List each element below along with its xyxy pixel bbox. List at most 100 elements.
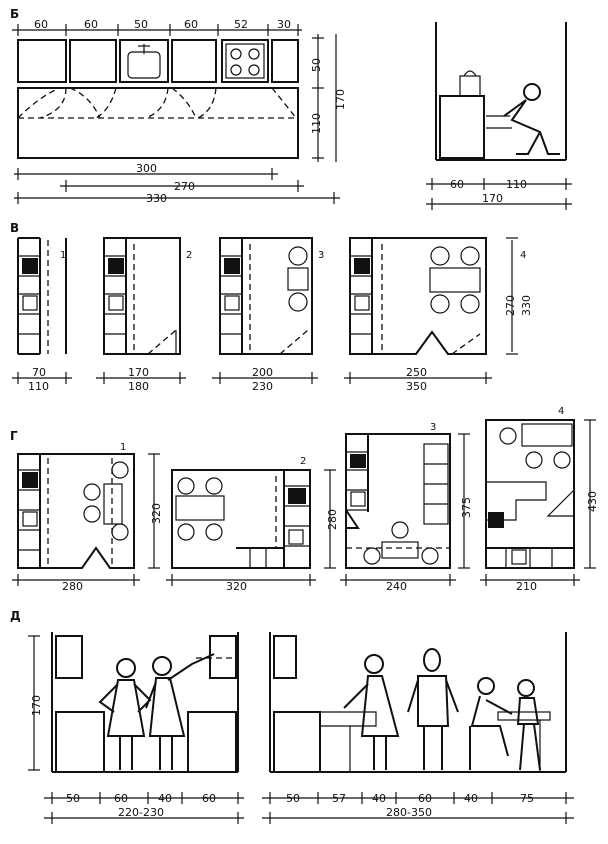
b-section-person xyxy=(435,22,567,161)
g-plan-4-number: 4 xyxy=(558,406,564,417)
g-plan-1-width: 280 xyxy=(62,580,83,593)
v-plan-3-dim-bottom: 230 xyxy=(252,380,273,393)
d-left-dim-1: 50 xyxy=(66,792,80,805)
v-plan-4-number: 4 xyxy=(520,250,526,261)
stove-icon xyxy=(350,454,366,468)
d-left-scene xyxy=(51,632,239,773)
section-b-letter: Б xyxy=(10,7,19,21)
v-plan-4: 4 xyxy=(349,237,526,355)
kettle-icon xyxy=(459,75,481,97)
person-seated-icon xyxy=(469,677,513,770)
v-plan-2: 2 xyxy=(103,237,192,355)
section-d: Д 170 xyxy=(10,609,574,824)
person-man-icon xyxy=(407,648,459,770)
b-top-dim-5: 52 xyxy=(234,18,248,31)
stove-icon xyxy=(22,258,38,274)
v-side-dim-1: 270 xyxy=(504,295,517,316)
v-side-dim-2: 330 xyxy=(520,295,533,316)
g-plan-3-number: 3 xyxy=(430,422,436,433)
stove-icon xyxy=(224,258,240,274)
b-bottom-dim-2: 270 xyxy=(174,180,195,193)
d-left-dim-2: 60 xyxy=(114,792,128,805)
g-plan-4-height: 430 xyxy=(586,491,599,512)
sink-icon xyxy=(22,511,38,527)
b-top-dim-1: 60 xyxy=(34,18,48,31)
d-right-dim-1: 50 xyxy=(286,792,300,805)
sink-icon xyxy=(22,295,38,311)
d-right-dim-2: 57 xyxy=(332,792,346,805)
b-top-dim-3: 50 xyxy=(134,18,148,31)
g-plan-3-width: 240 xyxy=(386,580,407,593)
v-plan-1: 1 xyxy=(17,237,67,355)
g-plan-2-number: 2 xyxy=(300,456,306,467)
sink-icon xyxy=(354,295,370,311)
b-top-dim-6: 30 xyxy=(277,18,291,31)
d-right-dim-3: 40 xyxy=(372,792,386,805)
b-side-dim-1: 50 xyxy=(310,58,323,72)
sink-icon xyxy=(350,491,366,507)
v-plan-4-dim-top: 250 xyxy=(406,366,427,379)
g-plan-1-height: 320 xyxy=(150,503,163,524)
section-v: В 1 70 110 xyxy=(10,221,533,393)
g-plan-4: 4 xyxy=(485,406,575,569)
v-plan-4-dim-bottom: 350 xyxy=(406,380,427,393)
d-right-total: 280-350 xyxy=(386,806,432,819)
v-plan-3-dim-top: 200 xyxy=(252,366,273,379)
person-woman-icon xyxy=(98,658,152,770)
b-elevation xyxy=(17,39,299,159)
b-bottom-dim-1: 300 xyxy=(136,162,157,175)
sink-icon xyxy=(288,529,304,545)
v-plan-2-dim-top: 170 xyxy=(128,366,149,379)
sink-icon xyxy=(108,295,124,311)
b-person-dim-2: 110 xyxy=(506,178,527,191)
d-height-dim: 170 xyxy=(30,695,43,716)
sink-icon xyxy=(127,51,161,79)
stove-icon xyxy=(108,258,124,274)
v-plan-3: 3 xyxy=(219,237,324,355)
sink-icon xyxy=(511,549,527,565)
d-left-total: 220-230 xyxy=(118,806,164,819)
b-side-dim-2: 110 xyxy=(310,113,323,134)
b-top-dim-4: 60 xyxy=(184,18,198,31)
section-g-letter: Г xyxy=(10,429,18,443)
g-plan-2-height: 280 xyxy=(326,509,339,530)
g-plan-3-height: 375 xyxy=(460,497,473,518)
v-plan-3-number: 3 xyxy=(318,250,324,261)
g-plan-1-number: 1 xyxy=(120,442,126,453)
d-left-dim-4: 60 xyxy=(202,792,216,805)
d-right-scene xyxy=(269,632,567,773)
d-left-dim-3: 40 xyxy=(158,792,172,805)
g-plan-2: 2 xyxy=(171,456,311,569)
dining-table xyxy=(497,711,551,721)
b-bottom-dim-3: 330 xyxy=(146,192,167,205)
sink-icon xyxy=(224,295,240,311)
section-b: Б 60 60 50 60 52 30 xyxy=(10,7,572,210)
d-right-dim-5: 40 xyxy=(464,792,478,805)
person-woman-cooking-icon xyxy=(343,654,400,770)
d-right-dim-4: 60 xyxy=(418,792,432,805)
stove-icon xyxy=(225,43,265,79)
g-plan-4-width: 210 xyxy=(516,580,537,593)
v-plan-2-number: 2 xyxy=(186,250,192,261)
section-v-letter: В xyxy=(10,221,19,235)
b-side-dim-3: 170 xyxy=(334,89,347,110)
v-plan-1-dim-bottom: 110 xyxy=(28,380,49,393)
person-seated-child-icon xyxy=(516,679,541,771)
b-person-dim-1: 60 xyxy=(450,178,464,191)
stove-icon xyxy=(488,512,504,528)
person-kneeling-icon xyxy=(523,83,541,101)
stove-icon xyxy=(22,472,38,488)
g-plan-3: 3 xyxy=(345,422,451,569)
b-top-dim-2: 60 xyxy=(84,18,98,31)
person-woman-reaching-icon xyxy=(145,653,215,770)
v-plan-2-dim-bottom: 180 xyxy=(128,380,149,393)
g-plan-2-width: 320 xyxy=(226,580,247,593)
b-person-dim-3: 170 xyxy=(482,192,503,205)
stove-icon xyxy=(354,258,370,274)
d-right-dim-6: 75 xyxy=(520,792,534,805)
section-d-letter: Д xyxy=(10,609,21,623)
v-plan-1-dim-top: 70 xyxy=(32,366,46,379)
stove-icon xyxy=(288,488,306,504)
